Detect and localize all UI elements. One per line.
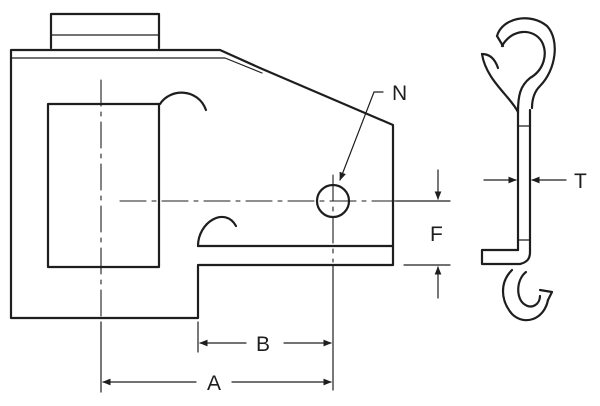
label-a: A xyxy=(207,372,221,395)
labels: N T F B A xyxy=(207,82,587,395)
label-t: T xyxy=(574,170,587,193)
label-n: N xyxy=(392,82,407,105)
upper-hook xyxy=(158,91,208,112)
bottom-foot xyxy=(480,248,532,266)
dimensions xyxy=(100,91,451,393)
inner-window xyxy=(46,102,161,269)
top-curl-inner xyxy=(500,30,546,114)
left-lip-inner xyxy=(480,52,500,70)
top-tab xyxy=(49,12,161,50)
n-leader xyxy=(339,91,384,181)
bottom-curl xyxy=(501,268,550,322)
side-view xyxy=(480,17,567,322)
top-curl xyxy=(495,17,556,110)
bottom-curl-tip xyxy=(538,288,554,302)
lower-hook xyxy=(196,215,238,248)
left-lip xyxy=(480,52,520,114)
label-b: B xyxy=(256,333,270,356)
body-outline xyxy=(9,48,395,320)
bottom-curl-inner xyxy=(517,270,542,308)
front-view xyxy=(9,12,421,321)
label-f: F xyxy=(430,223,443,246)
top-curl-tip xyxy=(495,34,505,48)
top-edge-line xyxy=(10,57,263,74)
